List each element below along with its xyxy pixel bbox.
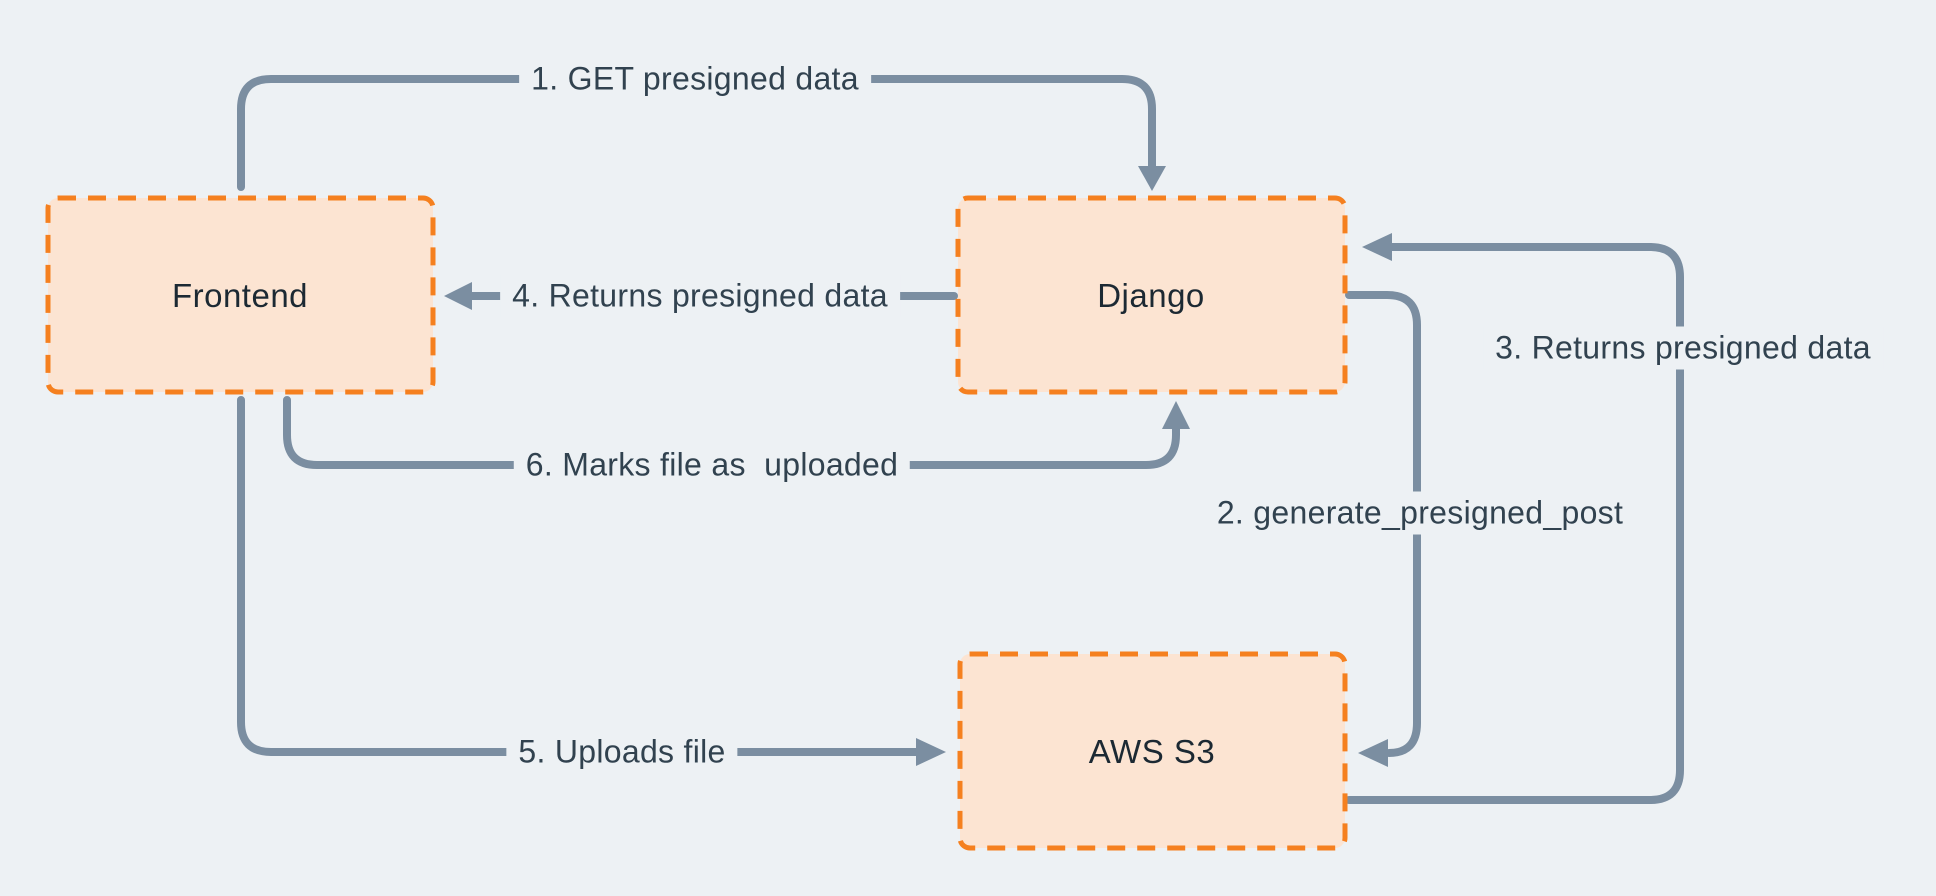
edge-label-2-generate-presigned-post: 2. generate_presigned_post — [1204, 491, 1636, 535]
node-box-frontend — [45, 195, 436, 395]
edge-2-line — [1345, 291, 1421, 757]
node-label-frontend: Frontend — [171, 277, 309, 314]
node-box-django — [955, 195, 1348, 395]
edge-label-6-marks-file-as-uploaded: 6. Marks file as uploaded — [513, 443, 911, 487]
node-label-django: Django — [1097, 277, 1205, 314]
edge-label-3-returns-presigned-data: 3. Returns presigned data — [1483, 326, 1883, 370]
edge-4-arrowhead-left-icon — [444, 282, 472, 310]
edge-5-arrowhead-right-icon — [916, 738, 946, 766]
edge-label-4-returns-presigned-data: 4. Returns presigned data — [500, 274, 900, 318]
edge-label-1-get-presigned-data: 1. GET presigned data — [519, 57, 871, 101]
edge-5-line — [237, 396, 920, 756]
edge-6-arrowhead-up-icon — [1162, 401, 1190, 429]
edge-1-arrowhead-down-icon — [1138, 166, 1166, 191]
edge-3-line — [1345, 243, 1684, 804]
node-label-aws-s3: AWS S3 — [1088, 733, 1216, 770]
edge-3-arrowhead-left-icon — [1362, 233, 1392, 261]
edge-label-5-uploads-file: 5. Uploads file — [506, 730, 738, 774]
node-box-aws-s3 — [957, 651, 1348, 851]
edge-2-arrowhead-left-icon — [1358, 739, 1388, 767]
